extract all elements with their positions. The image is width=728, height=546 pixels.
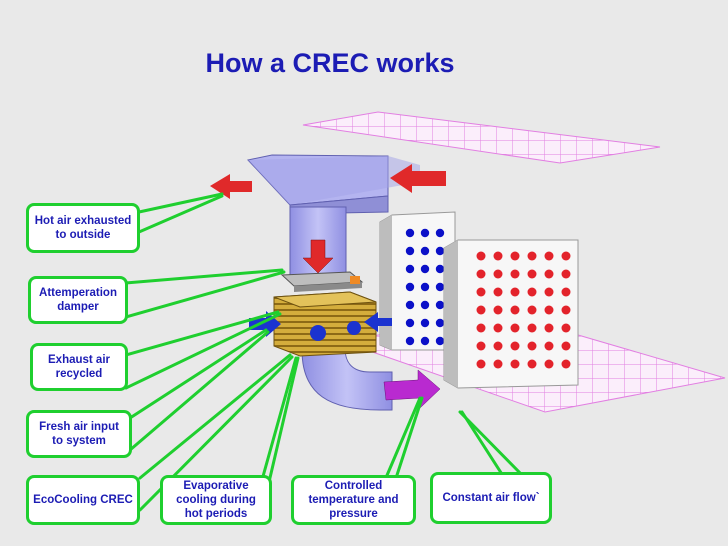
hot-rack-dot <box>527 323 537 333</box>
lower-duct <box>301 347 393 411</box>
cold-rack-dot <box>435 318 445 328</box>
callout-attemperation-damper: Attemperation damper <box>28 276 128 324</box>
hot-rack-dot <box>544 341 554 351</box>
cold-rack-dot <box>405 300 415 310</box>
cold-rack-dot <box>420 228 430 238</box>
hot-rack-dot <box>493 269 503 279</box>
hot-rack-dot <box>561 323 571 333</box>
hot-rack-dot <box>510 341 520 351</box>
hot-rack-dot <box>476 305 486 315</box>
callout-ecocooling-text: EcoCooling CREC <box>33 494 133 506</box>
hot-rack-dot <box>544 287 554 297</box>
down-flow-arrow <box>302 239 334 274</box>
cold-rack-dot <box>405 246 415 256</box>
hot-rack-dot <box>510 359 520 369</box>
hot-rack-dot <box>476 251 486 261</box>
hot-rack-dot <box>493 341 503 351</box>
hot-rack-dot <box>527 287 537 297</box>
hot-rack-dot <box>476 359 486 369</box>
callout-evaporative-text: Evaporative cooling during hot periods <box>176 480 256 520</box>
cold-rack-dot <box>405 318 415 328</box>
hot-rack-dot <box>561 305 571 315</box>
hot-rack-dot <box>476 269 486 279</box>
hot-rack-dot <box>544 359 554 369</box>
hot-rack-dot <box>527 305 537 315</box>
callout-controlled-text: Controlled temperature and pressure <box>308 480 399 520</box>
hot-rack-dot <box>493 287 503 297</box>
hot-rack-dot <box>510 287 520 297</box>
callout-constant-air-flow: Constant air flow` <box>430 472 552 524</box>
callout-hot-air-text: Hot air exhausted to outside <box>34 215 132 241</box>
callout-fresh-air-input: Fresh air input to system <box>26 410 132 458</box>
cold-rack-dot <box>435 282 445 292</box>
cold-rack-dot <box>420 300 430 310</box>
hot-rack-dot <box>561 341 571 351</box>
callout-controlled-temperature: Controlled temperature and pressure <box>291 475 416 525</box>
hot-rack-dot <box>527 359 537 369</box>
cold-rack-dot <box>420 246 430 256</box>
hot-rack-dot <box>527 341 537 351</box>
exhaust-hood <box>247 154 420 215</box>
callout-constant-text: Constant air flow` <box>442 492 540 504</box>
hot-rack-dot <box>544 323 554 333</box>
cold-rack-dot <box>420 336 430 346</box>
cold-rack-dot <box>435 300 445 310</box>
ceiling-grid <box>302 111 661 164</box>
hot-rack-dot <box>510 251 520 261</box>
hot-air-return-arrow <box>390 164 446 193</box>
cold-rack-dot <box>405 336 415 346</box>
hot-rack-dot <box>476 287 486 297</box>
fresh-air-right-arrow <box>364 312 392 332</box>
callout-hot-air-exhausted: Hot air exhausted to outside <box>26 203 140 253</box>
callout-damper-text: Attemperation damper <box>39 287 117 313</box>
cold-rack-dot <box>405 282 415 292</box>
hot-rack-dot <box>476 341 486 351</box>
cold-rack-dot <box>420 282 430 292</box>
cold-rack <box>379 211 456 351</box>
output-air-arrow <box>383 369 441 409</box>
cold-rack-dot <box>420 318 430 328</box>
callout-ecocooling-crec: EcoCooling CREC <box>26 475 140 525</box>
callout-exhaust-air-recycled: Exhaust air recycled <box>30 343 128 391</box>
hot-rack-dot <box>493 251 503 261</box>
hot-rack-dot <box>493 323 503 333</box>
cold-rack-dot <box>405 228 415 238</box>
hot-rack-dot <box>561 269 571 279</box>
hot-rack-dot <box>544 305 554 315</box>
hot-rack-dot <box>561 251 571 261</box>
cold-rack-dot <box>435 336 445 346</box>
cold-rack-dot <box>420 264 430 274</box>
hot-rack-dot <box>493 305 503 315</box>
cold-rack-dot <box>435 228 445 238</box>
hot-rack-dot <box>510 323 520 333</box>
crec-cooler-unit <box>273 291 377 357</box>
hot-rack-dot <box>544 251 554 261</box>
hot-rack-dot <box>510 305 520 315</box>
hot-rack-dot <box>476 323 486 333</box>
hot-rack-dot <box>527 269 537 279</box>
callout-fresh-air-text: Fresh air input to system <box>39 421 119 447</box>
callout-exhaust-text: Exhaust air recycled <box>48 354 110 380</box>
hot-rack-dot <box>544 269 554 279</box>
hot-rack-dot <box>493 359 503 369</box>
cold-rack-dot <box>435 264 445 274</box>
cold-rack-dot <box>405 264 415 274</box>
attemperation-damper <box>280 271 364 292</box>
hot-rack-dot <box>510 269 520 279</box>
cold-rack-dot <box>435 246 445 256</box>
hot-rack-dot <box>561 359 571 369</box>
hot-rack-dot <box>561 287 571 297</box>
diagram-title: How a CREC works <box>205 48 455 78</box>
hot-rack <box>443 239 579 389</box>
hot-rack-dot <box>527 251 537 261</box>
callout-evaporative-cooling: Evaporative cooling during hot periods <box>160 475 272 525</box>
hot-exhaust-arrow <box>210 174 252 199</box>
